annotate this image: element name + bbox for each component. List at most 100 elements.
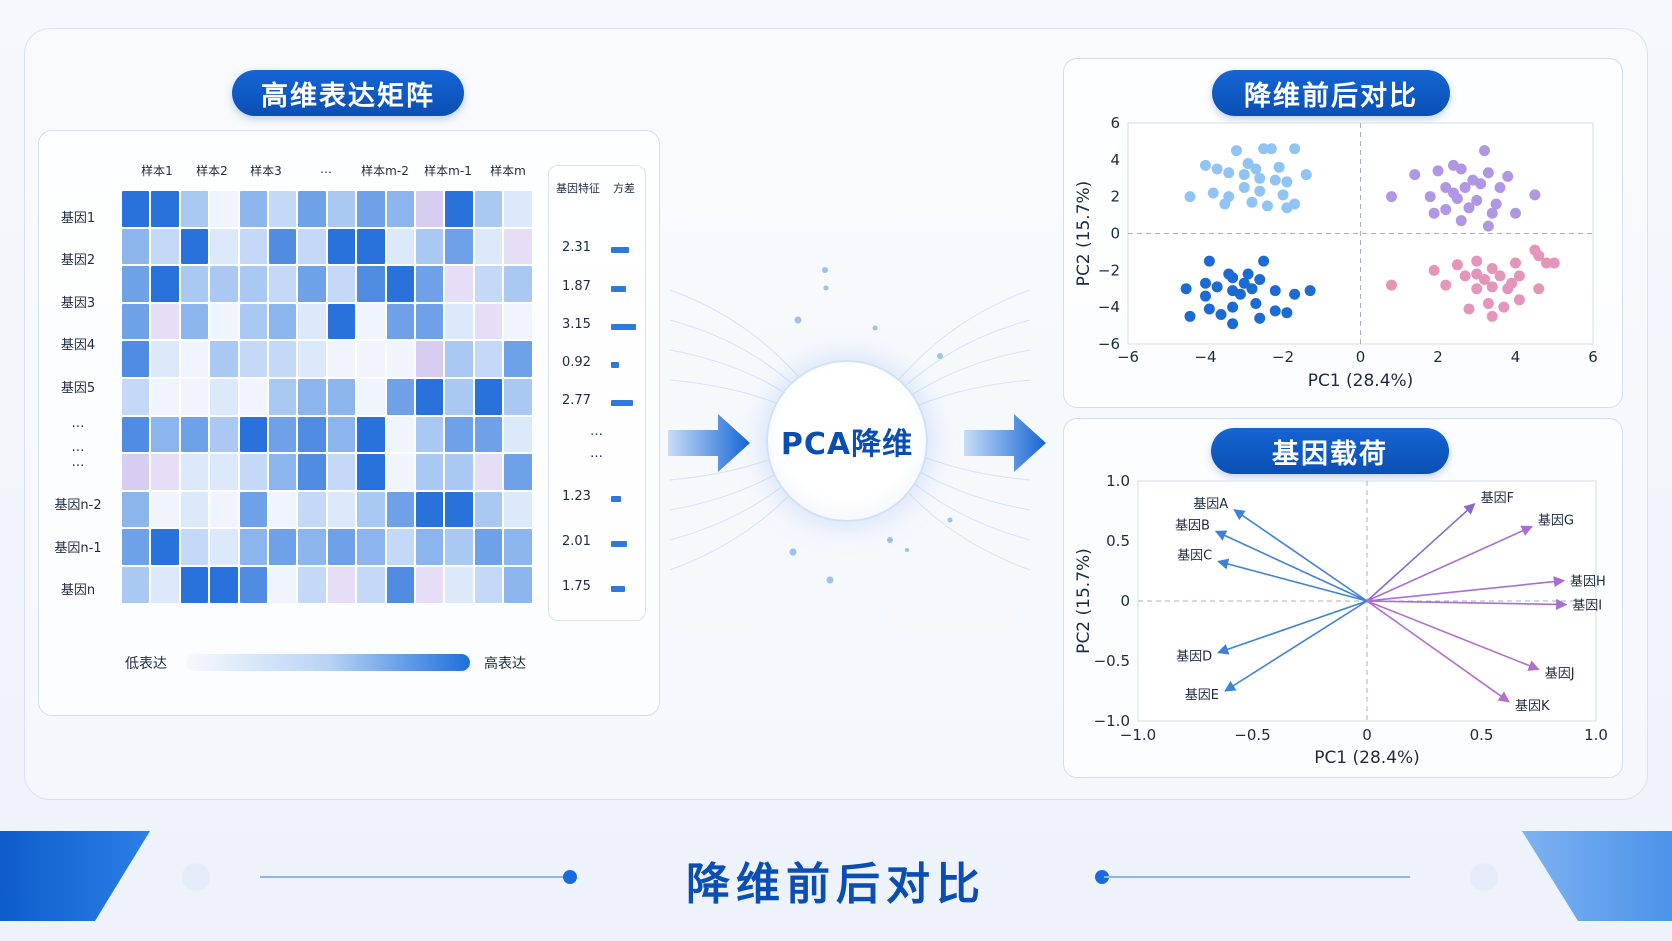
pca-label: PCA降维 xyxy=(780,427,914,462)
y-tick-label: −2 xyxy=(1098,261,1120,279)
scatter-point xyxy=(1207,187,1219,199)
x-tick-label: 0.5 xyxy=(1470,726,1494,744)
heatmap-cell xyxy=(239,191,267,227)
y-tick-label: −4 xyxy=(1098,298,1120,316)
heatmap-cell xyxy=(357,266,385,302)
scatter-point xyxy=(1424,191,1436,203)
heatmap-cell xyxy=(269,454,297,490)
arrow-right-icon xyxy=(668,414,750,472)
scatter-point xyxy=(1304,285,1316,297)
heatmap-cell xyxy=(386,266,414,302)
scatter-point xyxy=(1529,189,1541,201)
scatter-point xyxy=(1451,259,1463,271)
heatmap-cell xyxy=(504,567,532,603)
loading-label: 基因B xyxy=(1175,518,1210,533)
heatmap-cell xyxy=(386,379,414,415)
heatmap-cell xyxy=(180,228,209,265)
legend-high-label: 高表达 xyxy=(484,656,526,672)
scatter-point xyxy=(1482,297,1494,309)
matrix-row-label: 基因2 xyxy=(60,253,96,268)
scatter-point xyxy=(1386,279,1397,291)
y-tick-label: 0 xyxy=(1120,592,1130,610)
heatmap-cell xyxy=(327,529,356,565)
matrix-column-label: 样本3 xyxy=(250,164,282,178)
matrix-column-label: 样本2 xyxy=(196,164,228,178)
loading-arrow xyxy=(1366,600,1510,703)
loading-arrow xyxy=(1233,509,1368,602)
heatmap-cell xyxy=(269,491,297,528)
scatter-point xyxy=(1386,191,1397,203)
scatter-title: 降维前后对比 xyxy=(1212,70,1450,116)
heatmap-cell xyxy=(327,379,356,415)
variance-ellipsis-1: … xyxy=(590,424,603,439)
variance-bar xyxy=(611,324,636,330)
scatter-point xyxy=(1269,305,1281,317)
variance-bar xyxy=(611,586,625,592)
heatmap-cell xyxy=(474,416,503,453)
heatmap-cell xyxy=(386,529,414,565)
heatmap-cell xyxy=(474,266,503,302)
loading-label: 基因J xyxy=(1545,666,1575,681)
y-tick-label: 4 xyxy=(1110,151,1120,169)
loading-label: 基因E xyxy=(1185,688,1219,703)
scatter-point xyxy=(1510,257,1521,269)
heatmap-cell xyxy=(151,303,179,340)
scatter-point xyxy=(1432,165,1444,177)
x-tick-label: −6 xyxy=(1117,348,1139,366)
heatmap-cell xyxy=(445,454,473,490)
loading-label: 基因D xyxy=(1176,650,1212,665)
heatmap-cell xyxy=(504,341,532,377)
heatmap-cell xyxy=(327,303,356,340)
heatmap-cell xyxy=(151,191,179,227)
heatmap-cell xyxy=(151,529,179,565)
matrix-row-label: 基因n-2 xyxy=(54,498,102,513)
heatmap-cell xyxy=(239,266,267,302)
scatter-point xyxy=(1448,187,1459,199)
heatmap-cell xyxy=(445,491,473,528)
heatmap-cell xyxy=(298,491,326,528)
heatmap-cell xyxy=(327,491,356,528)
scatter-point xyxy=(1459,270,1471,282)
scatter-point xyxy=(1231,145,1242,157)
scatter-point xyxy=(1277,189,1289,201)
scatter-point xyxy=(1250,297,1262,309)
scatter-point xyxy=(1200,277,1211,289)
scatter-point xyxy=(1265,143,1277,155)
heatmap-cell xyxy=(504,303,532,340)
scatter-point xyxy=(1273,161,1285,173)
heatmap-cell xyxy=(269,303,297,340)
heatmap-cell xyxy=(298,529,326,565)
heatmap-cell xyxy=(239,416,267,453)
heatmap-cell xyxy=(357,379,385,415)
variance-value: 1.87 xyxy=(562,279,591,294)
heatmap-cell xyxy=(210,341,238,377)
heatmap-cell xyxy=(474,529,503,565)
heatmap-cell xyxy=(239,567,267,603)
scatter-point xyxy=(1281,176,1293,188)
variance-header-feature: 基因特征 xyxy=(556,182,600,195)
scatter-point xyxy=(1533,250,1545,262)
heatmap-cell xyxy=(298,379,326,415)
heatmap-cell xyxy=(151,266,179,302)
scatter-point xyxy=(1227,301,1239,313)
variance-bar xyxy=(611,247,630,253)
scatter-point xyxy=(1486,262,1498,274)
x-tick-label: 2 xyxy=(1433,348,1443,366)
heatmap-cell xyxy=(180,491,209,528)
x-tick-label: −2 xyxy=(1272,348,1294,366)
scatter-point xyxy=(1482,167,1494,179)
scatter-point xyxy=(1513,270,1525,282)
variance-value: 2.01 xyxy=(562,534,591,549)
matrix-row-label: … xyxy=(71,416,85,431)
heatmap-cell xyxy=(269,379,297,415)
matrix-column-label: 样本m-1 xyxy=(424,164,472,178)
heatmap-cell xyxy=(386,454,414,490)
heatmap-cell xyxy=(504,379,532,415)
heatmap-cell xyxy=(180,191,209,227)
heatmap-cell xyxy=(474,228,503,265)
heatmap-cell xyxy=(357,191,385,227)
heatmap-cell xyxy=(504,454,532,490)
heatmap-cell xyxy=(474,303,503,340)
